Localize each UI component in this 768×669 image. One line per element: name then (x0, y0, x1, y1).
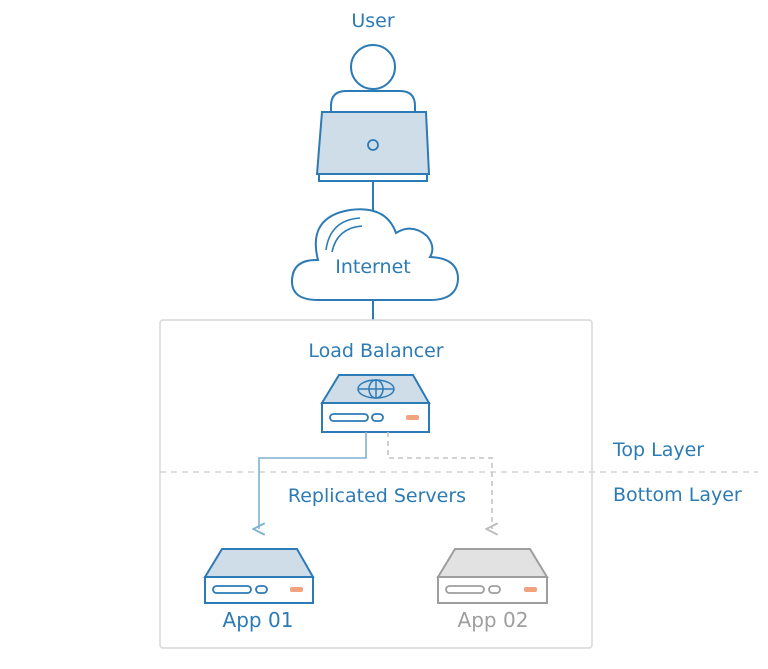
app-01-label: App 01 (223, 608, 294, 632)
replicated-servers-label: Replicated Servers (288, 485, 466, 507)
app-01-server-icon (203, 548, 315, 604)
top-layer-label: Top Layer (612, 439, 704, 461)
infrastructure-box (159, 319, 593, 649)
lb-app1-connector (259, 432, 367, 529)
load-balancer-server-icon (320, 374, 431, 433)
cloud-icon (290, 208, 460, 301)
app-02-server-icon (436, 548, 549, 604)
lb-app2-connector (387, 432, 492, 529)
user-icon (330, 44, 416, 114)
bottom-layer-label: Bottom Layer (613, 484, 742, 506)
app-02-label: App 02 (458, 608, 529, 632)
internet-label: Internet (335, 256, 410, 278)
laptop-icon (315, 111, 431, 182)
globe-icon (357, 379, 395, 399)
user-label: User (351, 10, 394, 32)
load-balancer-label: Load Balancer (308, 340, 443, 362)
